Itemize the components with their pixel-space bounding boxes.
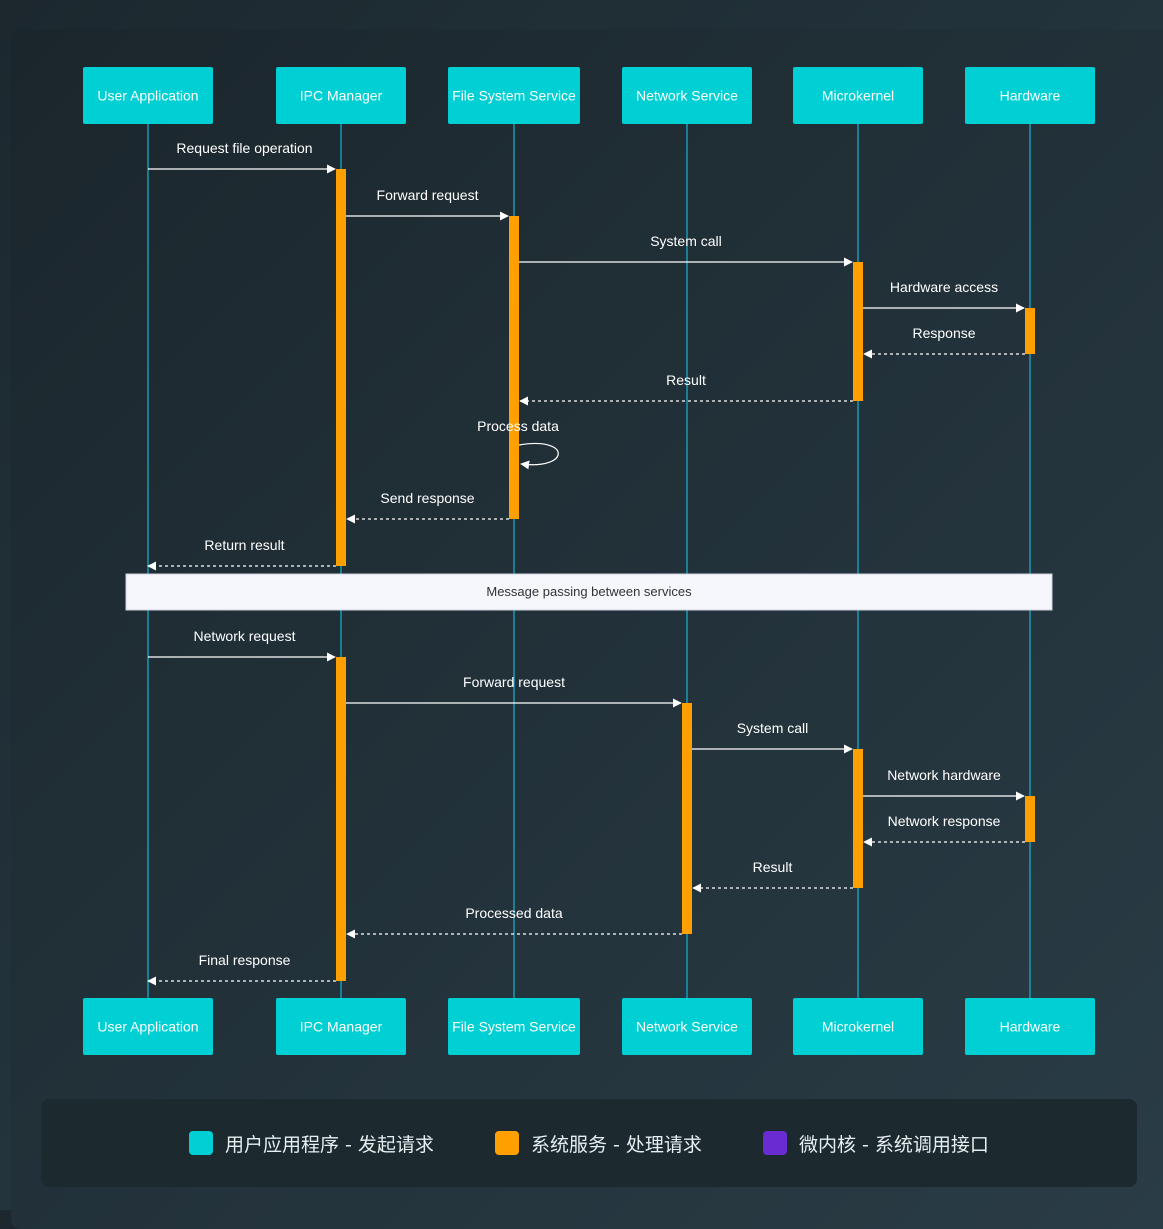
message-label: Forward request bbox=[377, 187, 479, 203]
message-label: Final response bbox=[199, 952, 291, 968]
message-label: Result bbox=[666, 372, 706, 388]
message-label: Response bbox=[912, 325, 975, 341]
participant-box bbox=[448, 998, 580, 1055]
participant-label: IPC Manager bbox=[300, 1019, 383, 1035]
message-label: Process data bbox=[477, 418, 559, 434]
message-label: Hardware access bbox=[890, 279, 998, 295]
legend-item-system-service: 系统服务 - 处理请求 bbox=[495, 1130, 702, 1156]
message-label: Network request bbox=[194, 628, 296, 644]
participant-label: User Application bbox=[97, 1019, 198, 1035]
message-12: System call bbox=[692, 720, 853, 754]
note-label: Message passing between services bbox=[486, 584, 692, 599]
participant-box bbox=[83, 67, 213, 124]
legend-item-microkernel: 微内核 - 系统调用接口 bbox=[763, 1130, 989, 1156]
participant-label: File System Service bbox=[452, 1019, 576, 1035]
participant-bottom-fs: File System Service bbox=[448, 998, 580, 1055]
participant-top-hw: Hardware bbox=[965, 67, 1095, 124]
activation-bar-ipc bbox=[336, 657, 346, 981]
activation-bar-mk bbox=[853, 749, 863, 888]
legend-swatch-purple bbox=[763, 1131, 787, 1155]
participant-bottom-ipc: IPC Manager bbox=[276, 998, 406, 1055]
participant-top-ipc: IPC Manager bbox=[276, 67, 406, 124]
message-label: System call bbox=[650, 233, 722, 249]
message-label: Result bbox=[753, 859, 793, 875]
participant-box bbox=[83, 998, 213, 1055]
message-7: Send response bbox=[346, 490, 509, 524]
participant-label: Microkernel bbox=[822, 1019, 894, 1035]
message-5: Result bbox=[519, 372, 853, 406]
message-10: Network request bbox=[148, 628, 336, 662]
note: Message passing between services bbox=[125, 573, 1053, 611]
participant-box bbox=[965, 998, 1095, 1055]
participant-bottom-mk: Microkernel bbox=[793, 998, 923, 1055]
participant-box bbox=[793, 67, 923, 124]
activation-bar-fs bbox=[509, 216, 519, 519]
message-16: Processed data bbox=[346, 905, 682, 939]
message-13: Network hardware bbox=[863, 767, 1025, 801]
message-17: Final response bbox=[147, 952, 336, 986]
participant-bottom-net: Network Service bbox=[622, 998, 752, 1055]
participant-bottom-hw: Hardware bbox=[965, 998, 1095, 1055]
message-6: Process data bbox=[477, 418, 559, 470]
message-label: Return result bbox=[204, 537, 284, 553]
participant-label: Hardware bbox=[1000, 88, 1061, 104]
legend-swatch-cyan bbox=[189, 1131, 213, 1155]
message-0: Request file operation bbox=[148, 140, 336, 174]
participant-box bbox=[622, 998, 752, 1055]
legend: 用户应用程序 - 发起请求 系统服务 - 处理请求 微内核 - 系统调用接口 bbox=[41, 1099, 1137, 1187]
participant-label: IPC Manager bbox=[300, 88, 383, 104]
participant-label: User Application bbox=[97, 88, 198, 104]
message-14: Network response bbox=[863, 813, 1025, 847]
message-4: Response bbox=[863, 325, 1025, 359]
legend-label: 用户应用程序 - 发起请求 bbox=[225, 1133, 434, 1156]
participant-box bbox=[793, 998, 923, 1055]
legend-swatch-orange bbox=[495, 1131, 519, 1155]
activation-bar-ipc bbox=[336, 169, 346, 566]
participant-top-net: Network Service bbox=[622, 67, 752, 124]
participant-label: Microkernel bbox=[822, 88, 894, 104]
participant-top-mk: Microkernel bbox=[793, 67, 923, 124]
message-1: Forward request bbox=[346, 187, 509, 221]
participant-box bbox=[965, 67, 1095, 124]
activation-bar-mk bbox=[853, 262, 863, 401]
participant-label: File System Service bbox=[452, 88, 576, 104]
message-label: Network response bbox=[888, 813, 1001, 829]
message-label: Network hardware bbox=[887, 767, 1001, 783]
participant-top-user: User Application bbox=[83, 67, 213, 124]
message-label: Processed data bbox=[465, 905, 562, 921]
note-box bbox=[125, 573, 1053, 611]
participant-box bbox=[622, 67, 752, 124]
message-11: Forward request bbox=[346, 674, 682, 708]
participant-box bbox=[448, 67, 580, 124]
message-label: Forward request bbox=[463, 674, 565, 690]
legend-label: 系统服务 - 处理请求 bbox=[531, 1133, 702, 1156]
self-message-arrow bbox=[518, 442, 559, 470]
message-8: Return result bbox=[147, 537, 336, 571]
participant-label: Network Service bbox=[636, 88, 738, 104]
activation-bar-hw bbox=[1025, 308, 1035, 354]
activation-bar-net bbox=[682, 703, 692, 934]
message-15: Result bbox=[692, 859, 853, 893]
participant-top-fs: File System Service bbox=[448, 67, 580, 124]
legend-item-user-app: 用户应用程序 - 发起请求 bbox=[189, 1130, 434, 1156]
message-2: System call bbox=[519, 233, 853, 267]
participant-label: Hardware bbox=[1000, 1019, 1061, 1035]
legend-label: 微内核 - 系统调用接口 bbox=[799, 1133, 989, 1156]
message-label: Send response bbox=[380, 490, 474, 506]
participant-box bbox=[276, 998, 406, 1055]
activation-bar-hw bbox=[1025, 796, 1035, 842]
participant-box bbox=[276, 67, 406, 124]
message-label: System call bbox=[737, 720, 809, 736]
participant-bottom-user: User Application bbox=[83, 998, 213, 1055]
message-label: Request file operation bbox=[176, 140, 312, 156]
message-3: Hardware access bbox=[863, 279, 1025, 313]
participant-label: Network Service bbox=[636, 1019, 738, 1035]
